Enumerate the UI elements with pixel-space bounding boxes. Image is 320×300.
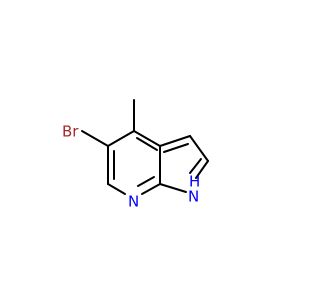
bond-br-c5 <box>81 130 109 147</box>
bond-c7a-n7-outer <box>141 183 161 195</box>
molecule-svg: Br N H N <box>62 99 209 211</box>
pyrrole-nitrogen-label: N <box>188 188 199 206</box>
bond-c3a-c3-outer <box>159 135 191 147</box>
bond-group <box>81 99 209 195</box>
bond-c3a-c3-inner <box>163 143 189 153</box>
bond-c4-c3a-inner <box>136 137 158 151</box>
bond-c2-n1-inner <box>189 158 202 174</box>
bond-c3-c2 <box>189 135 209 162</box>
bond-c4-c3a-outer <box>133 130 161 147</box>
bond-n1-c7a <box>159 183 187 193</box>
pyrrole-hydrogen-label: H <box>189 173 200 191</box>
bond-n7-c6 <box>107 183 126 195</box>
bromine-label: Br <box>62 123 79 141</box>
molecule-diagram: Br N H N <box>62 99 209 211</box>
pyridine-nitrogen-label: N <box>128 193 139 211</box>
bond-c5-c4 <box>107 130 135 147</box>
bond-c2-n1-outer <box>195 160 209 179</box>
bond-c7a-n7-inner <box>137 176 155 187</box>
